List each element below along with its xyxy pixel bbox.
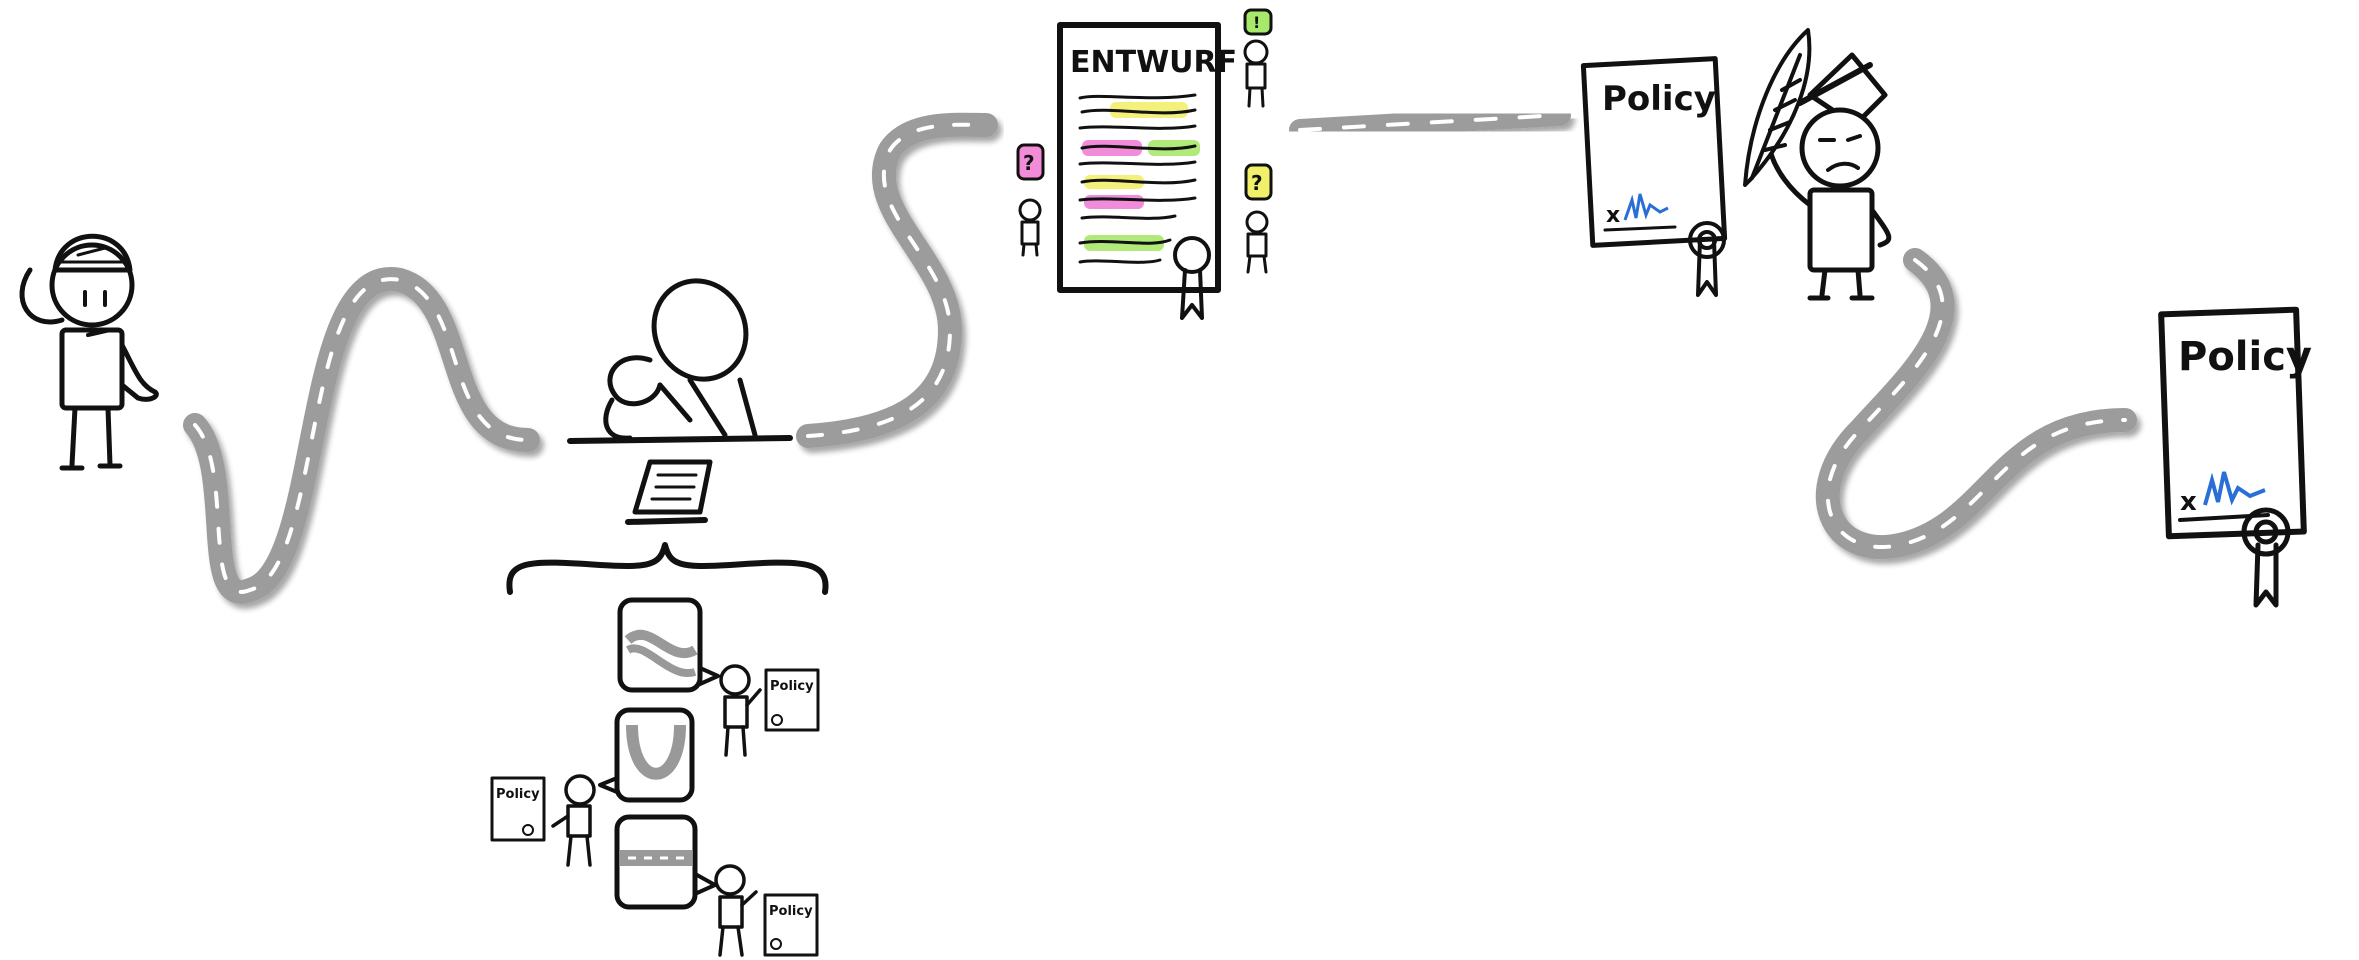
green-bubble-mark: !	[1253, 13, 1260, 32]
curly-brace	[509, 545, 825, 592]
reviewer-yellow: ?	[1246, 165, 1271, 272]
mini-policy-label-1: Policy	[770, 679, 814, 694]
draft-document-title: ENTWURF	[1070, 45, 1237, 80]
draft-document: ENTWURF	[1060, 25, 1237, 318]
thinking-person-icon	[570, 266, 790, 522]
mini-scene-2: Policy	[492, 710, 692, 865]
mini-scene-1: Policy	[620, 600, 818, 755]
yellow-bubble-mark: ?	[1251, 171, 1263, 195]
seal-ribbon-icon	[1175, 238, 1209, 318]
mini-scene-3: Policy	[617, 817, 817, 955]
mini-policy-label-2: Policy	[496, 787, 540, 802]
reviewer-green: !	[1245, 10, 1271, 106]
road-segment-4	[1828, 260, 2125, 547]
road-segment-3	[1300, 115, 1560, 130]
road-segment-1	[195, 279, 528, 592]
reviewer-pink: ?	[1018, 145, 1043, 255]
policy-document-small: Policy x	[1583, 59, 1724, 295]
seal-ribbon-icon	[1690, 223, 1724, 295]
policy-document-large: Policy x	[2161, 310, 2312, 605]
policy-large-title: Policy	[2178, 334, 2312, 380]
mini-policy-label-3: Policy	[769, 904, 813, 919]
policy-small-signature-mark: x	[1606, 203, 1620, 228]
seal-ribbon-icon	[2244, 510, 2288, 605]
person-cap-icon	[22, 236, 156, 468]
quill-icon	[1745, 30, 1809, 185]
policy-small-title: Policy	[1602, 79, 1716, 119]
pink-bubble-mark: ?	[1023, 151, 1035, 175]
policy-large-signature-mark: x	[2180, 487, 2197, 517]
road-segment-2	[808, 125, 986, 436]
